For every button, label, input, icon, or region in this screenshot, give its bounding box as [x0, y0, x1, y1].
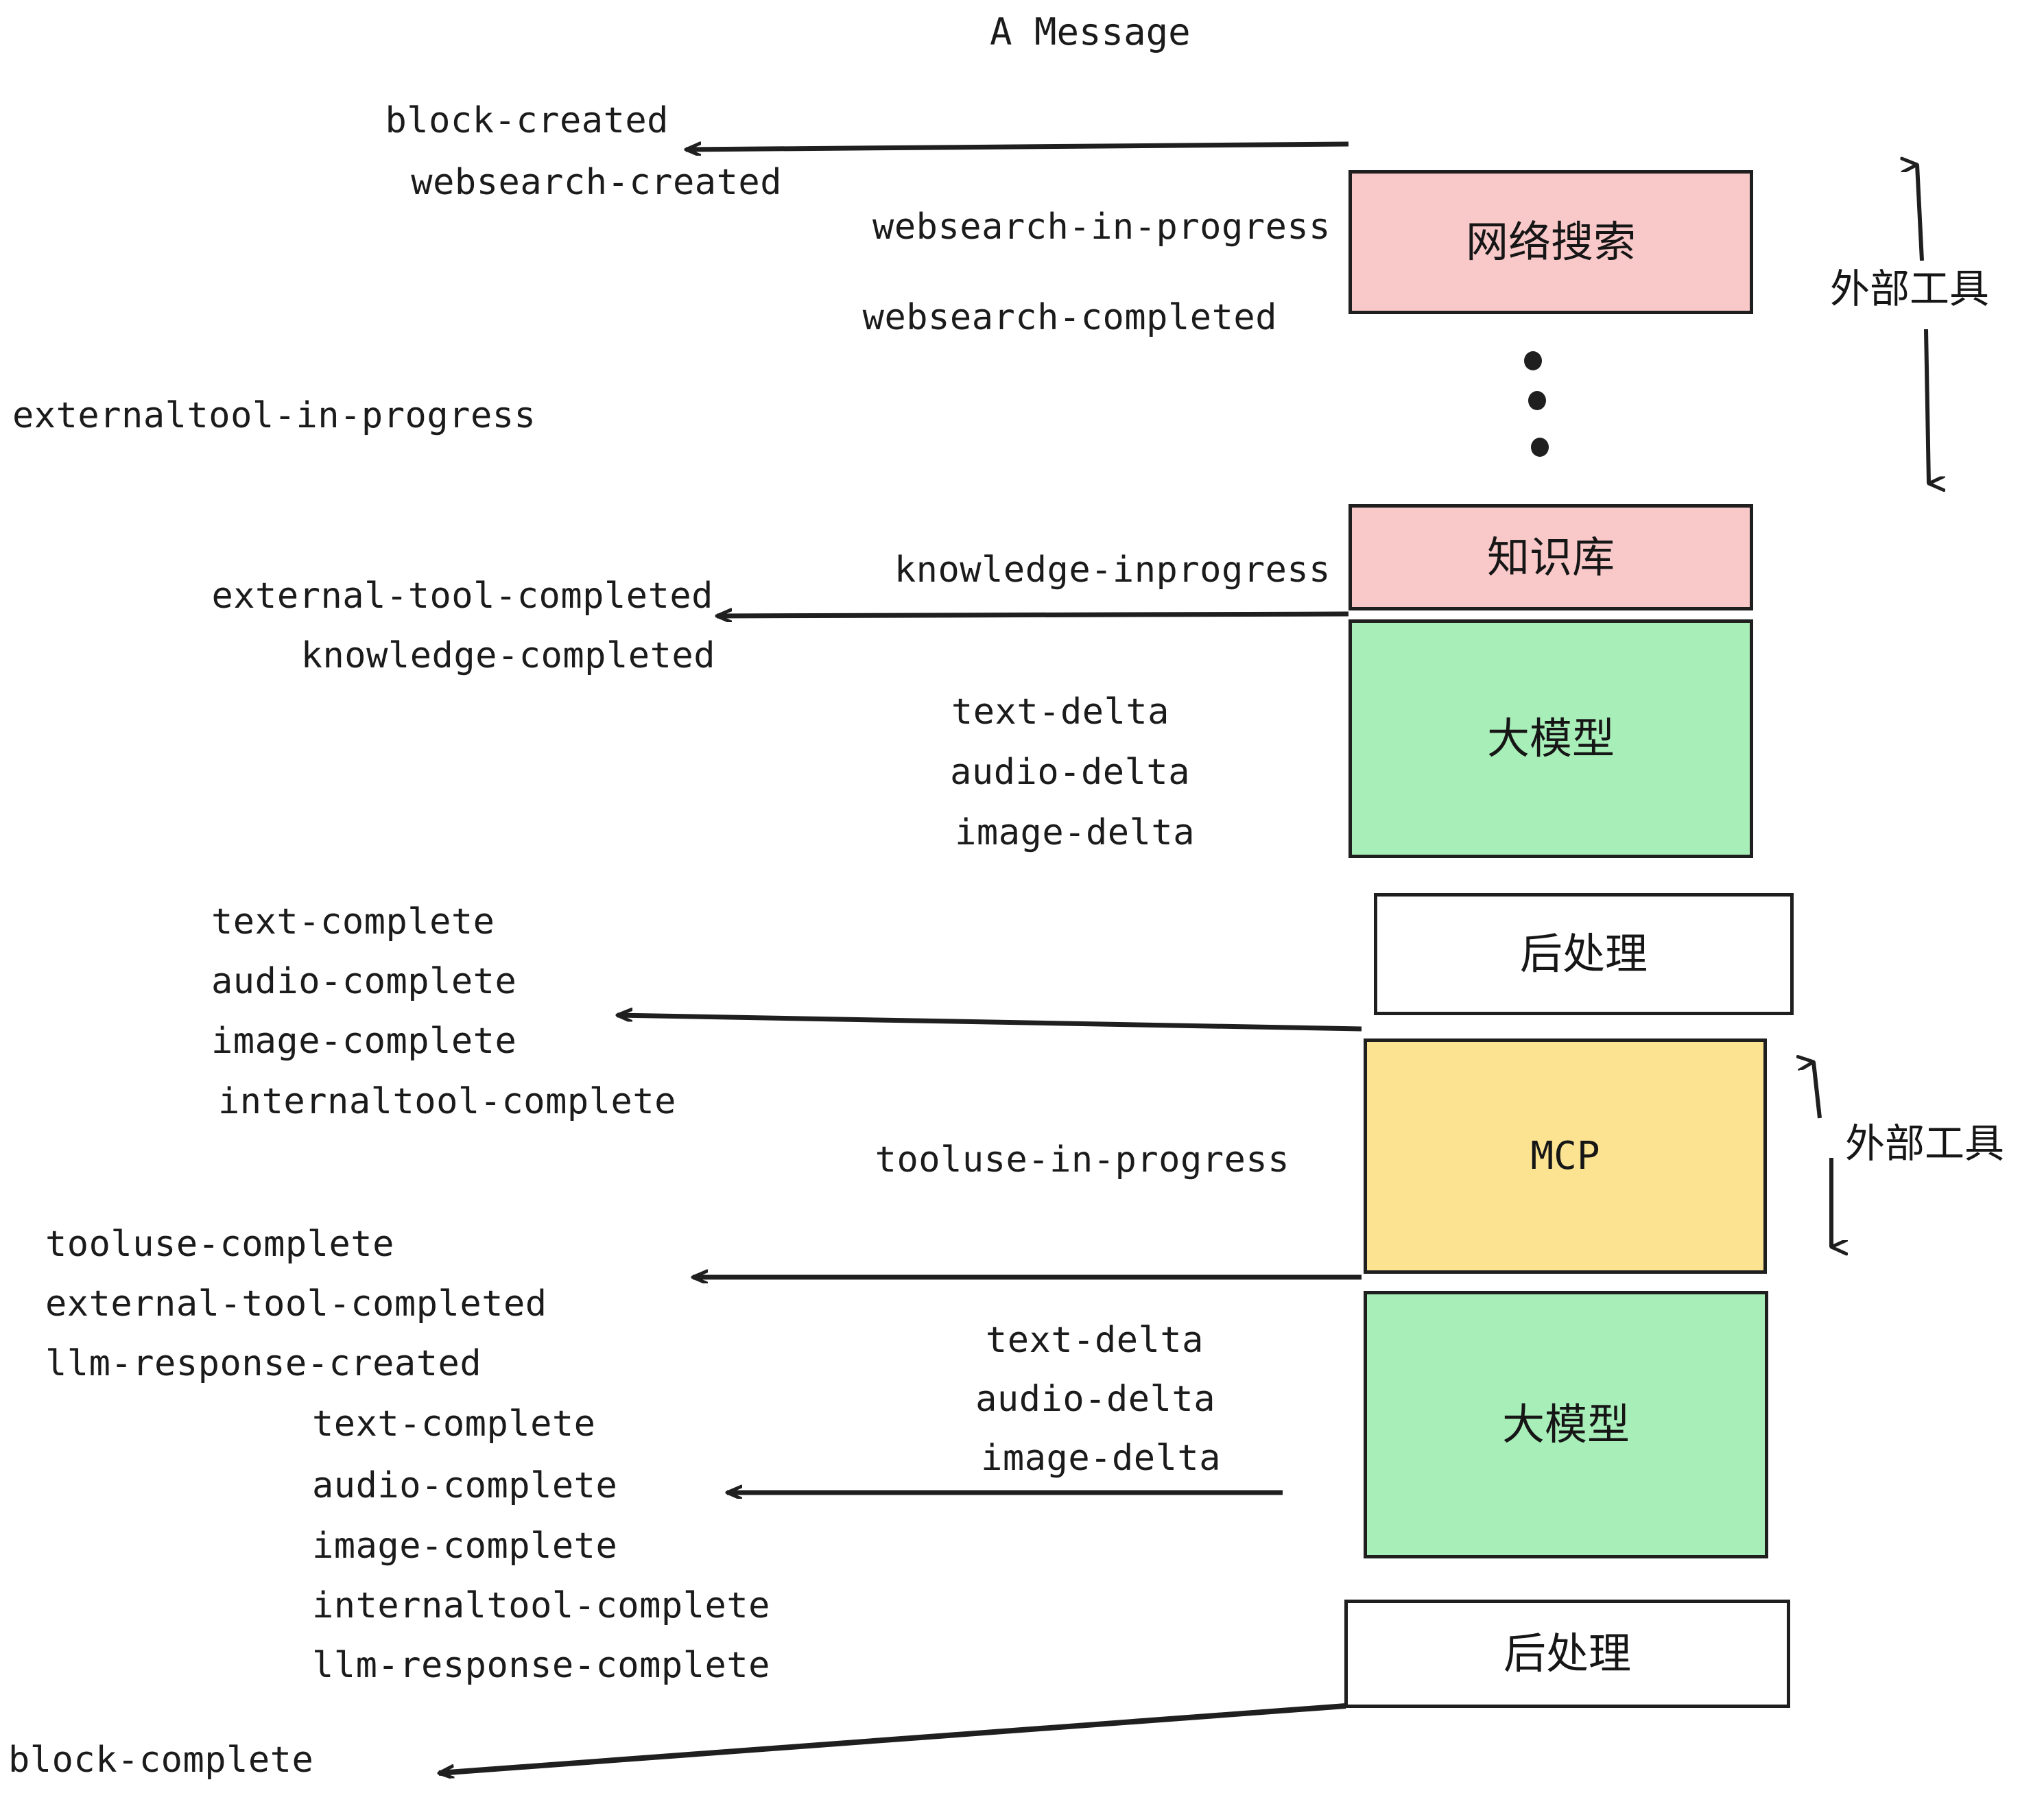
event-llm-response-created: llm-response-created: [45, 1343, 482, 1384]
event-audio-complete-2: audio-complete: [312, 1465, 618, 1506]
ellipsis-dot: [1524, 351, 1542, 370]
ellipsis-dot: [1531, 438, 1549, 457]
event-tooluse-complete: tooluse-complete: [45, 1224, 394, 1265]
event-text-complete-2: text-complete: [312, 1403, 596, 1445]
event-block-created: block-created: [385, 100, 669, 141]
event-tooluse-in-progress: tooluse-in-progress: [875, 1139, 1290, 1180]
event-llm-response-complete: llm-response-complete: [312, 1645, 770, 1686]
node-label: 后处理: [1503, 1628, 1631, 1678]
node-label: 网络搜索: [1465, 217, 1636, 267]
event-websearch-in-progress: websearch-in-progress: [872, 206, 1331, 248]
diagram-title: A Message: [990, 10, 1191, 54]
event-image-delta-2: image-delta: [981, 1438, 1221, 1479]
event-image-complete-2: image-complete: [312, 1526, 618, 1567]
arrow-knowledge-completed: [717, 614, 1349, 616]
node-mcp[interactable]: MCP: [1364, 1039, 1767, 1274]
event-image-delta-1: image-delta: [955, 812, 1195, 853]
arrow-external-tool-up-1: [1917, 165, 1924, 261]
event-knowledge-inprogress: knowledge-inprogress: [894, 549, 1331, 591]
event-audio-delta-1: audio-delta: [950, 752, 1190, 793]
node-label: 大模型: [1501, 1399, 1630, 1449]
event-block-complete: block-complete: [8, 1740, 314, 1781]
node-label: 大模型: [1486, 713, 1615, 763]
arrow-image-complete: [617, 1015, 1362, 1032]
event-text-delta-1: text-delta: [951, 691, 1169, 733]
event-text-delta-2: text-delta: [985, 1320, 1204, 1361]
node-label: 知识库: [1486, 532, 1615, 582]
event-external-tool-completed-2: external-tool-completed: [45, 1283, 547, 1325]
event-external-tool-completed-1: external-tool-completed: [211, 575, 713, 617]
arrow-external-tool-down-1: [1924, 329, 1929, 484]
side-label-external-tool-top: 外部工具: [1830, 265, 1990, 312]
arrow-block-complete: [439, 1703, 1346, 1773]
event-audio-delta-2: audio-delta: [975, 1379, 1215, 1420]
event-audio-complete-1: audio-complete: [211, 961, 517, 1002]
node-label: 后处理: [1519, 929, 1648, 979]
node-label: MCP: [1530, 1133, 1600, 1178]
event-internaltool-complete-2: internaltool-complete: [312, 1585, 770, 1626]
node-llm-1[interactable]: 大模型: [1348, 619, 1753, 858]
node-llm-2[interactable]: 大模型: [1364, 1291, 1768, 1558]
ellipsis-dot: [1528, 391, 1546, 410]
event-internaltool-complete-1: internaltool-complete: [218, 1081, 676, 1122]
arrow-block-created: [686, 144, 1349, 150]
event-image-complete-1: image-complete: [211, 1021, 517, 1062]
node-postprocess-1[interactable]: 后处理: [1374, 893, 1794, 1015]
event-externaltool-in-progress: externaltool-in-progress: [12, 395, 536, 436]
arrow-external-tool-up-2: [1814, 1062, 1822, 1119]
node-websearch[interactable]: 网络搜索: [1348, 170, 1753, 314]
event-websearch-created: websearch-created: [411, 162, 782, 203]
side-label-external-tool-bottom: 外部工具: [1845, 1120, 2005, 1167]
event-knowledge-completed: knowledge-completed: [300, 635, 715, 676]
event-text-complete-1: text-complete: [211, 901, 495, 942]
node-knowledge[interactable]: 知识库: [1348, 504, 1753, 610]
event-websearch-completed: websearch-completed: [862, 297, 1277, 338]
node-postprocess-2[interactable]: 后处理: [1344, 1600, 1790, 1708]
